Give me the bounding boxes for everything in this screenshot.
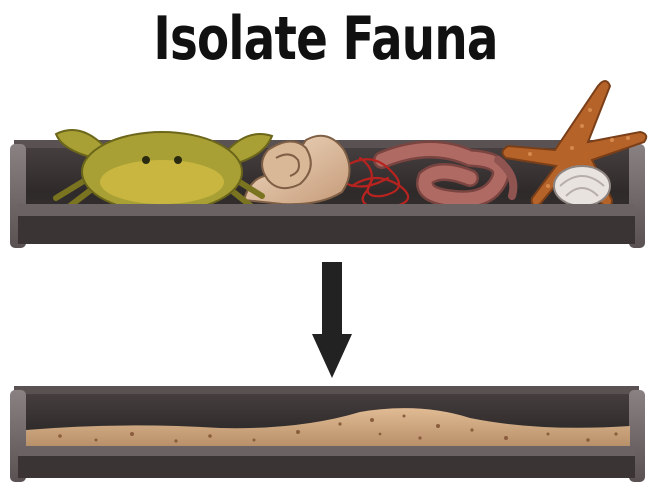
tray-lip bbox=[18, 446, 635, 456]
clam-shell-icon bbox=[554, 166, 610, 206]
bottom-tray bbox=[10, 386, 645, 482]
down-arrow-icon bbox=[312, 262, 352, 378]
top-tray bbox=[10, 81, 646, 248]
tray-lip bbox=[18, 204, 635, 216]
